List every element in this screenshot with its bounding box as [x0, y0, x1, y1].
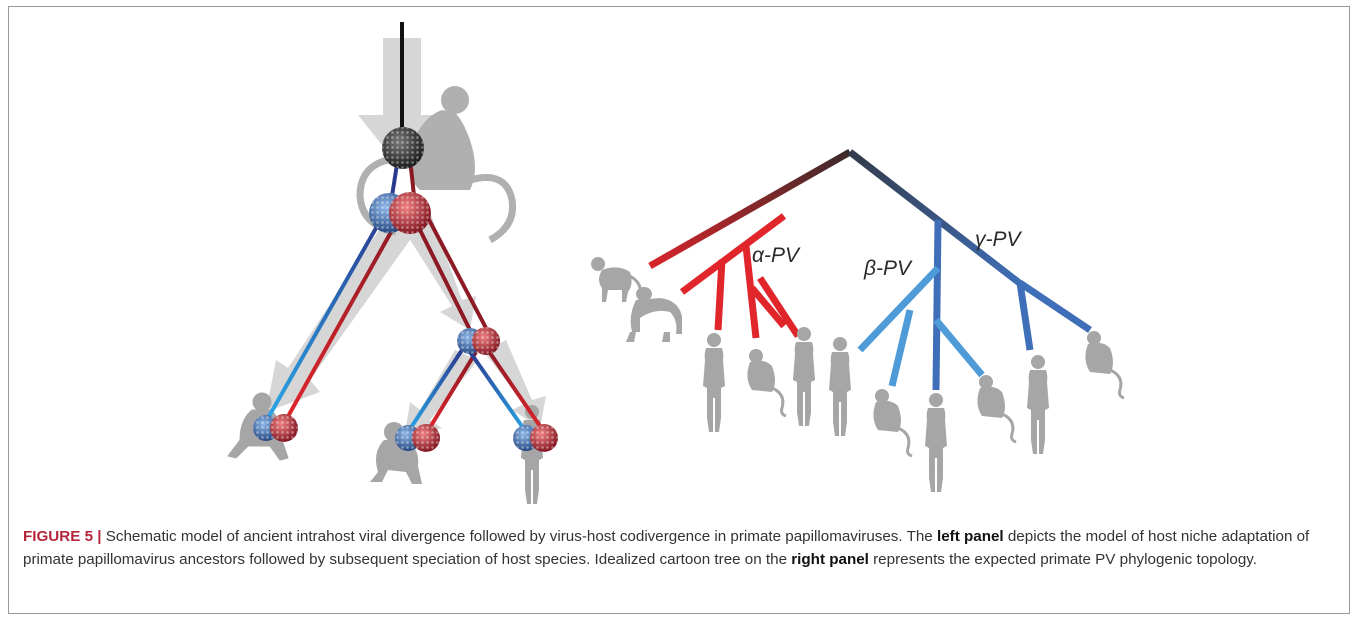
- right-host-silhouettes: [591, 257, 1124, 492]
- alpha-pv-label: α-PV: [752, 244, 801, 267]
- human-tip-silhouette-2: [793, 327, 815, 426]
- sitting-monkey-tip-3: [977, 375, 1016, 442]
- figure-illustration: α-PV β-PV γ-PV: [0, 0, 1358, 520]
- diverged-virion-pair-root: [369, 192, 431, 234]
- human-tip-silhouette-5: [1027, 355, 1049, 454]
- virion-pair-node: [457, 327, 500, 355]
- human-tip-silhouette-4: [925, 393, 947, 492]
- human-tip-silhouette-1: [703, 333, 725, 432]
- ape-tip-silhouette: [626, 287, 682, 342]
- caption-text-3: represents the expected primate PV phylo…: [869, 551, 1257, 568]
- sitting-monkey-tip-4: [1085, 331, 1124, 398]
- figure-label: FIGURE 5 |: [23, 528, 102, 545]
- human-tip-silhouette-3: [829, 337, 851, 436]
- virion-pair-monkey: [253, 414, 298, 442]
- caption-right-panel: right panel: [791, 551, 869, 568]
- sitting-monkey-tip-1: [747, 349, 786, 416]
- left-panel: [228, 22, 558, 504]
- virion-pair-ape: [395, 424, 440, 452]
- gamma-pv-label: γ-PV: [975, 228, 1023, 251]
- sitting-monkey-tip-2: [873, 389, 912, 456]
- right-panel: α-PV β-PV γ-PV: [591, 26, 1124, 492]
- caption-text-1: Schematic model of ancient intrahost vir…: [102, 528, 937, 545]
- ancestral-virion: [382, 127, 424, 169]
- figure-caption: FIGURE 5 | Schematic model of ancient in…: [23, 525, 1333, 571]
- virion-pair-human: [513, 424, 558, 452]
- alpha-trunk: [650, 152, 850, 266]
- beta-branches: [860, 268, 982, 386]
- caption-left-panel: left panel: [937, 528, 1004, 545]
- beta-pv-label: β-PV: [863, 257, 913, 280]
